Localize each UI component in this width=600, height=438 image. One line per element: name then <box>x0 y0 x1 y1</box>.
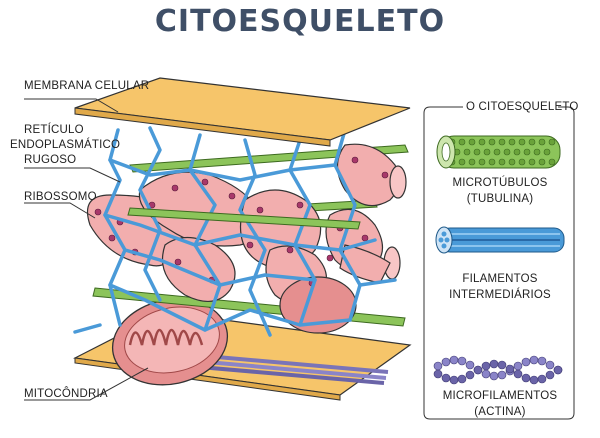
legend-intermediate-filament-icon <box>435 226 565 254</box>
legend-microfilament-label1: MICROFILAMENTOS <box>442 390 558 402</box>
legend-microtubule-label1: MICROTÚBULOS <box>452 177 548 189</box>
legend-microtubule-label2: (TUBULINA) <box>466 193 534 205</box>
rough-er <box>86 143 407 334</box>
label-cell-membrane: MEMBRANA CELULAR <box>24 80 150 92</box>
legend-microfilament-icon <box>433 355 563 385</box>
label-mitochondria: MITOCÔNDRIA <box>24 388 108 400</box>
legend-intermediate-label2: INTERMEDIÁRIOS <box>449 289 551 301</box>
label-rough-er-line3: RUGOSO <box>24 154 77 166</box>
leader-lines <box>24 98 575 420</box>
legend-microtubule-icon <box>436 135 561 169</box>
legend-heading: O CITOESQUELETO <box>466 101 579 113</box>
legend-microfilament-label2: (ACTINA) <box>474 406 526 418</box>
legend-intermediate-label1: FILAMENTOS <box>462 273 538 285</box>
page-title: CITOESQUELETO <box>154 4 446 39</box>
label-ribosome: RIBOSSOMO <box>24 191 97 203</box>
label-rough-er-line1: RETÍCULO <box>24 124 84 136</box>
label-rough-er-line2: ENDOPLASMÁTICO <box>10 139 121 151</box>
